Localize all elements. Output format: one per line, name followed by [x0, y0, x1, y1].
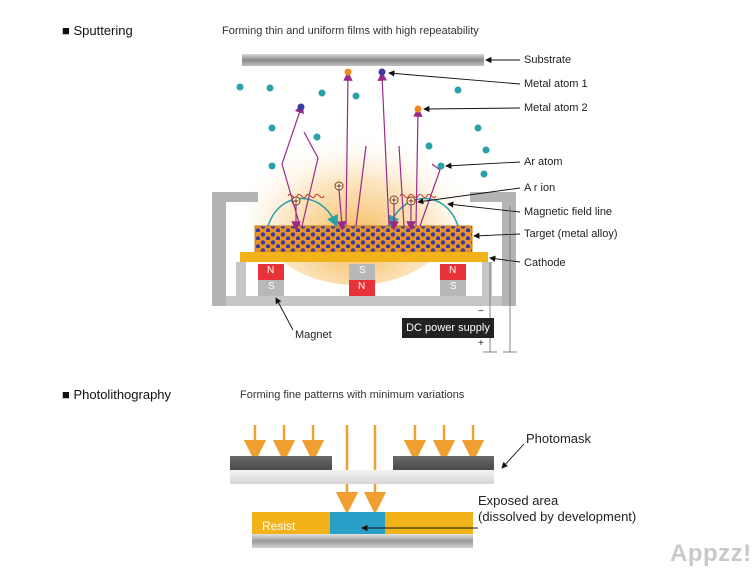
resist-layer-right — [385, 512, 473, 534]
dc-plus-sign: + — [478, 338, 484, 349]
label-cathode: Cathode — [524, 257, 566, 269]
magnetic-field-line-left — [267, 197, 338, 228]
label-exposed-area-line2: (dissolved by development) — [478, 509, 637, 524]
label-magnet: Magnet — [295, 329, 332, 341]
ar-atoms — [236, 83, 490, 178]
cathode-plate — [240, 252, 488, 262]
dc-power-wiring — [483, 206, 517, 353]
leader-lines-photo — [361, 443, 525, 532]
magnet-center-s: S — [359, 265, 366, 276]
magnet-left-s: S — [268, 281, 275, 292]
magnet-right — [440, 264, 466, 296]
watermark-logo: Appzz! — [670, 540, 752, 567]
substrate-plate — [242, 54, 484, 66]
magnet-center — [349, 264, 375, 296]
photolithography-subtitle: Forming fine patterns with minimum varia… — [240, 389, 465, 401]
label-photomask: Photomask — [526, 431, 592, 446]
wafer-base — [252, 534, 473, 548]
exposed-area — [330, 512, 385, 534]
label-metal-atom-1: Metal atom 1 — [524, 78, 588, 90]
sputtering-subtitle: Forming thin and uniform films with high… — [222, 25, 479, 37]
metal-atom-1-mid — [297, 103, 305, 111]
magnetic-field-line-right — [388, 197, 459, 228]
metal-atom-1-top — [378, 68, 386, 76]
dc-minus-sign: − — [478, 306, 484, 317]
magnet-left — [258, 264, 284, 296]
magnet-right-s: S — [450, 281, 457, 292]
label-ar-atom: Ar atom — [524, 156, 563, 168]
exposure-arrows — [243, 425, 485, 515]
leader-lines-sputtering — [275, 56, 521, 331]
label-exposed-area-line1: Exposed area — [478, 493, 559, 508]
resist-layer-left — [252, 512, 330, 534]
ar-ion-spiral-right — [399, 193, 437, 199]
photomask-glass — [230, 470, 494, 484]
sputtering-heading: ■ Sputtering — [62, 23, 133, 38]
label-substrate: Substrate — [524, 54, 572, 66]
label-ar-ion: A r ion — [524, 182, 556, 194]
photolithography-heading: ■ Photolithography — [62, 387, 172, 402]
chamber-walls — [212, 192, 516, 306]
dc-power-supply-box: DC power supply — [402, 318, 494, 338]
label-resist: Resist — [262, 519, 296, 533]
label-metal-atom-2: Metal atom 2 — [524, 102, 588, 114]
trajectory-arrows — [281, 71, 441, 231]
label-target: Target (metal alloy) — [524, 228, 618, 240]
magnet-right-n: N — [449, 265, 457, 276]
label-magnetic-field-line: Magnetic field line — [524, 206, 613, 218]
target-metal-alloy — [254, 225, 473, 253]
metal-atom-2-mid — [414, 105, 422, 113]
ar-ion-plus-signs — [293, 183, 414, 204]
photomask-opaque-left — [230, 456, 332, 470]
metal-atom-2-top — [344, 68, 352, 76]
magnet-left-n: N — [267, 265, 275, 276]
magnet-center-n: N — [358, 281, 366, 292]
photomask-opaque-right — [393, 456, 494, 470]
